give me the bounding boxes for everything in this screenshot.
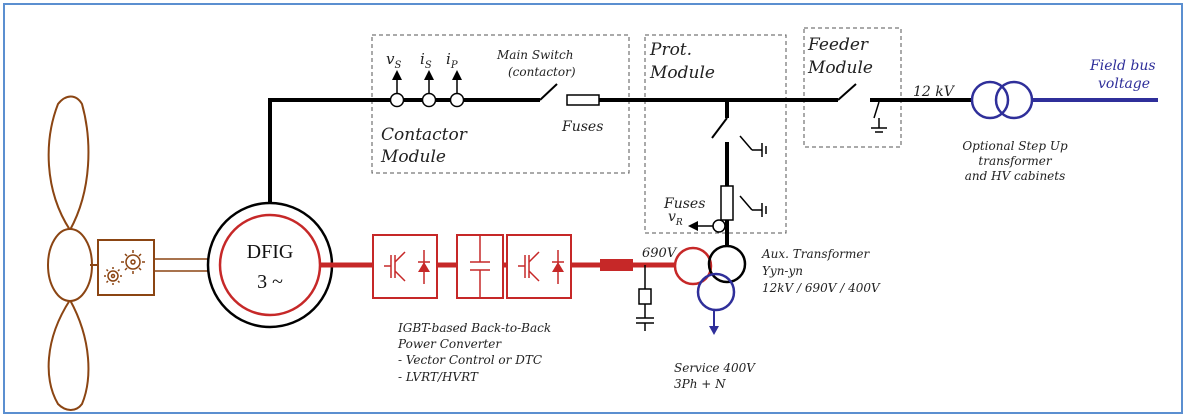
aux-transformer-label-3: 12kV / 690V / 400V <box>762 281 881 295</box>
prot-ground-switch-2 <box>739 195 767 217</box>
stepup-label-3: and HV cabinets <box>965 169 1066 183</box>
dc-link-capacitor <box>456 234 504 299</box>
feeder-module-title-1: Feeder <box>807 35 869 55</box>
feeder-module-box <box>803 27 902 148</box>
dfig-label: DFIG <box>247 241 294 263</box>
stepup-label-2: transformer <box>978 154 1052 168</box>
aux-transformer-400v-winding <box>696 272 736 312</box>
service-label-2: 3Ph + N <box>674 377 726 391</box>
converter-label-4: - LVRT/HVRT <box>398 370 479 384</box>
main-bus <box>268 98 972 220</box>
prot-module-title-2: Module <box>649 63 715 83</box>
gearbox <box>97 239 155 296</box>
prot-module-title-1: Prot. <box>649 40 692 60</box>
filter-branch <box>636 265 654 331</box>
contactor-module-box <box>371 34 630 174</box>
feeder-ground-switch <box>871 101 887 133</box>
contactor-label: (contactor) <box>508 65 576 79</box>
prot-fuses-label: Fuses <box>663 196 705 212</box>
kv12-label: 12 kV <box>913 84 956 100</box>
prot-module-box <box>644 34 787 234</box>
dfig-phase: 3 ~ <box>257 271 283 293</box>
converter-label-3: - Vector Control or DTC <box>398 353 542 367</box>
sensor-arrows <box>392 70 462 80</box>
vr-sensor <box>688 219 726 233</box>
field-bus-label-1: Field bus <box>1089 58 1156 74</box>
converter-label-1: IGBT-based Back-to-Back <box>397 321 551 335</box>
outer-frame <box>3 3 1183 414</box>
stepup-label-1: Optional Step Up <box>962 139 1068 153</box>
vs-label: vS <box>386 50 401 71</box>
is-label: iS <box>420 50 432 71</box>
v690-label: 690V <box>642 246 678 261</box>
main-switch <box>539 83 558 101</box>
drive-shaft <box>154 258 210 272</box>
gear-icon <box>104 250 145 285</box>
aux-transformer-label-2: Yyn-yn <box>762 264 803 278</box>
top-fuse <box>566 94 600 106</box>
aux-transformer-690v-winding <box>673 246 713 286</box>
vr-label: vR <box>668 209 683 228</box>
aux-transformer-label-1: Aux. Transformer <box>761 247 870 261</box>
rotor-hub <box>47 228 93 302</box>
prot-fuse <box>720 185 734 221</box>
service-arrow <box>709 326 719 335</box>
field-bus-label-2: voltage <box>1098 76 1150 92</box>
main-switch-label: Main Switch <box>496 48 573 62</box>
converter-label-2: Power Converter <box>397 337 502 351</box>
contactor-module-title-1: Contactor <box>381 125 468 145</box>
prot-ground-switch-1 <box>739 135 767 157</box>
feeder-switch <box>837 83 857 101</box>
dfig-rotor <box>218 213 322 317</box>
rotor-blades <box>47 95 90 411</box>
top-fuses-label: Fuses <box>561 119 603 135</box>
service-label-1: Service 400V <box>674 361 756 375</box>
aux-transformer-12kv-winding <box>707 244 747 284</box>
contactor-module-title-2: Module <box>380 147 446 167</box>
rotor-side-converter <box>372 234 438 299</box>
stepup-transformer <box>970 80 1034 120</box>
measurement-sensors <box>389 78 465 108</box>
feeder-module-title-2: Module <box>807 58 873 78</box>
grid-side-converter <box>506 234 572 299</box>
converter-choke <box>600 259 633 271</box>
ip-label: iP <box>446 50 458 71</box>
